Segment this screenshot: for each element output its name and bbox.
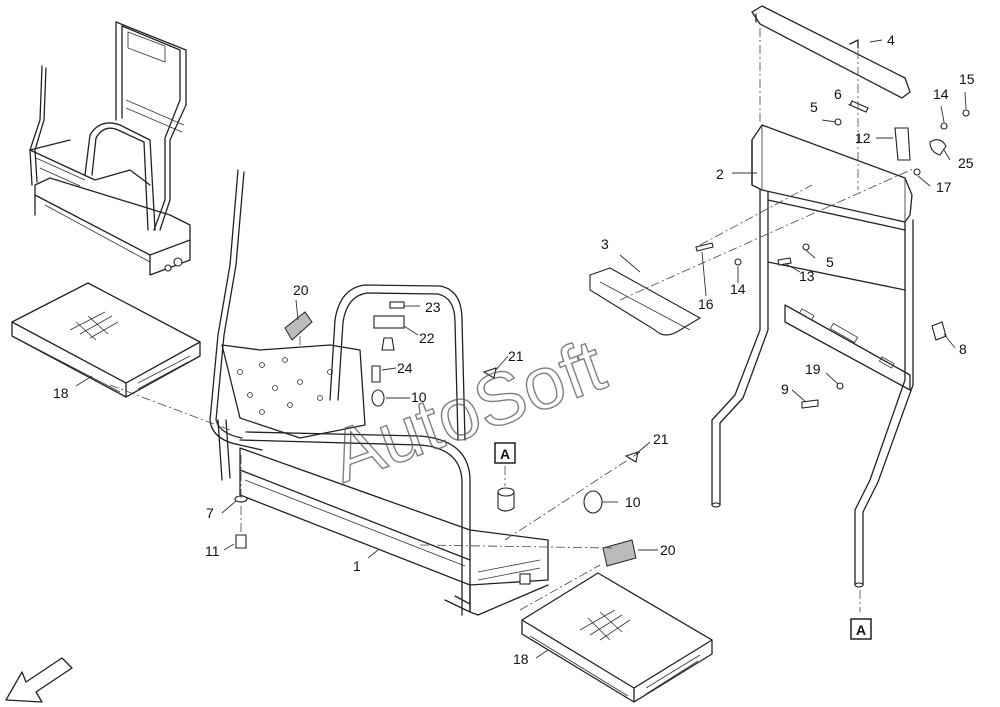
callout-20-upper: 20 bbox=[293, 282, 309, 298]
step-tray-bottom bbox=[521, 572, 713, 703]
watermark: AutoSoft bbox=[320, 323, 616, 498]
callout-14-mid: 14 bbox=[730, 281, 746, 297]
callout-7: 7 bbox=[206, 505, 214, 521]
callout-5-mid: 5 bbox=[826, 254, 834, 270]
callout-5-top: 5 bbox=[810, 99, 818, 115]
callout-15: 15 bbox=[959, 71, 975, 87]
assembled-step-overview bbox=[29, 21, 191, 276]
callout-11: 11 bbox=[205, 543, 220, 559]
callout-19: 19 bbox=[805, 361, 821, 377]
callout-18-bottom: 18 bbox=[513, 651, 529, 667]
callout-25: 25 bbox=[958, 155, 974, 171]
callout-labels: 1 2 3 4 5 5 6 7 8 9 10 10 11 12 13 14 14… bbox=[53, 32, 975, 667]
svg-text:A: A bbox=[500, 446, 510, 462]
reference-marker-a-right: A bbox=[850, 618, 872, 640]
callout-24: 24 bbox=[397, 360, 413, 376]
callout-14-top: 14 bbox=[933, 86, 949, 102]
callout-1: 1 bbox=[353, 558, 361, 574]
assembly-lines bbox=[109, 28, 916, 612]
small-parts bbox=[234, 100, 970, 567]
callout-10-center: 10 bbox=[411, 389, 427, 405]
callout-17: 17 bbox=[936, 179, 952, 195]
callout-2: 2 bbox=[716, 166, 724, 182]
step-tray-left bbox=[11, 282, 201, 398]
callout-4: 4 bbox=[887, 32, 895, 48]
callout-16: 16 bbox=[698, 296, 714, 312]
callout-23: 23 bbox=[425, 299, 441, 315]
callout-8: 8 bbox=[959, 341, 967, 357]
callout-18-left: 18 bbox=[53, 385, 69, 401]
callout-10-right: 10 bbox=[625, 494, 641, 510]
callout-21-right: 21 bbox=[653, 431, 669, 447]
direction-arrow-icon bbox=[5, 657, 73, 703]
main-step-frame bbox=[209, 169, 549, 616]
callout-12: 12 bbox=[855, 130, 871, 146]
callout-9: 9 bbox=[781, 381, 789, 397]
callout-13: 13 bbox=[799, 268, 815, 284]
back-frame bbox=[711, 124, 914, 588]
callout-20-lower: 20 bbox=[660, 542, 676, 558]
top-cover bbox=[751, 5, 911, 99]
leader-lines bbox=[75, 39, 967, 659]
callout-22: 22 bbox=[419, 330, 435, 346]
svg-text:A: A bbox=[856, 622, 866, 638]
callout-6: 6 bbox=[834, 86, 842, 102]
callout-21-center: 21 bbox=[508, 348, 524, 364]
platform-holes bbox=[237, 357, 333, 415]
reference-marker-a-left: A bbox=[494, 442, 516, 464]
callout-3: 3 bbox=[601, 236, 609, 252]
